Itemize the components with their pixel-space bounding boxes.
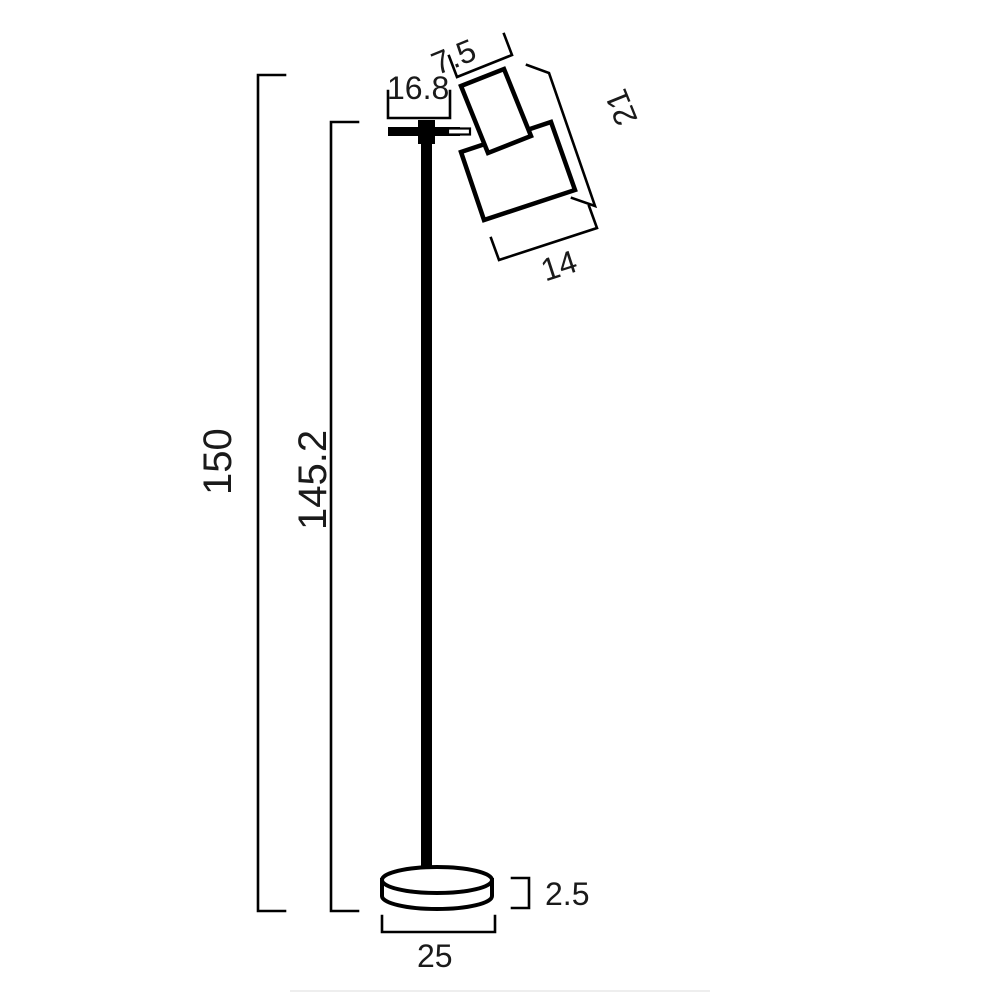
dimension-label-arm-length: 16.8	[387, 70, 450, 106]
dimension-bracket-shade-width	[489, 204, 599, 262]
dimension-bracket-pole-height	[329, 120, 360, 913]
dimension-bracket-arm-length	[386, 89, 452, 120]
dimension-label-base-diameter: 25	[417, 938, 453, 974]
lamp-base	[380, 865, 494, 911]
dimension-bracket-shade-height	[525, 63, 598, 209]
lamp-pole	[421, 128, 432, 874]
dimension-label-base-height: 2.5	[545, 876, 590, 912]
dimension-label-overall-height: 150	[196, 428, 240, 495]
lamp-head	[458, 66, 534, 156]
dimension-bracket-base-diameter	[380, 914, 497, 934]
dimension-label-pole-height: 145.2	[291, 429, 335, 530]
dimension-bracket-base-height	[510, 876, 531, 910]
dimension-bracket-overall-height	[256, 73, 287, 913]
dimension-bracket-head-width	[447, 32, 514, 79]
